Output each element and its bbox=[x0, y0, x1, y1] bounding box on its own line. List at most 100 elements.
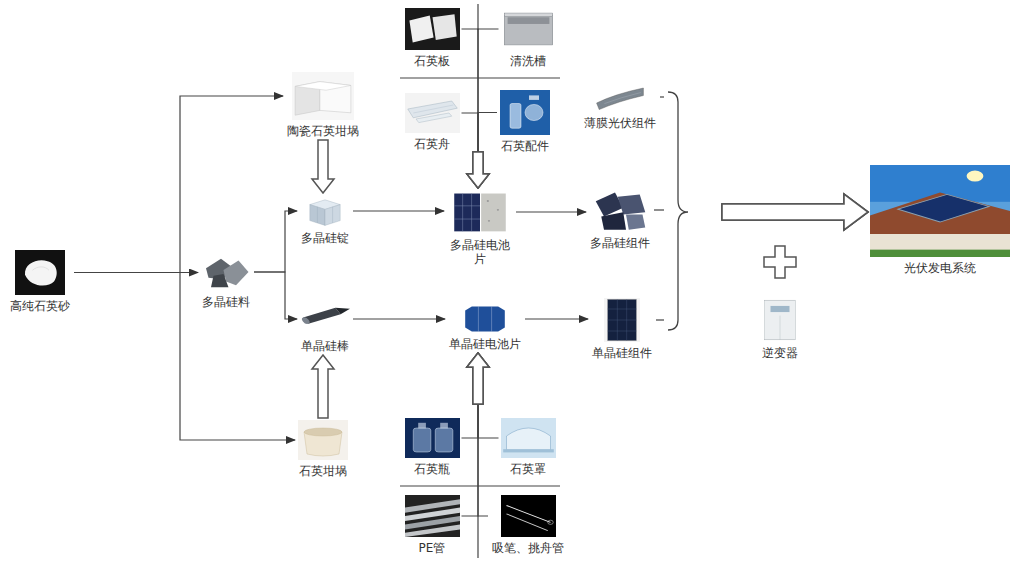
flow-line bbox=[254, 272, 297, 319]
product-item: 单晶硅组件 bbox=[590, 298, 654, 360]
flow-line bbox=[516, 211, 586, 212]
node-label: 石英罩 bbox=[501, 462, 556, 476]
node-label: 石英配件 bbox=[499, 139, 551, 153]
flow-line bbox=[654, 209, 664, 210]
flow-connector bbox=[353, 211, 444, 212]
icon-part bbox=[33, 267, 50, 270]
node-label: 高纯石英砂 bbox=[8, 299, 72, 313]
icon-part bbox=[500, 90, 550, 135]
decoration bbox=[400, 4, 796, 558]
icon-part bbox=[465, 306, 505, 331]
hollow-arrow bbox=[467, 152, 489, 188]
product-item: 薄膜光伏组件 bbox=[582, 82, 658, 130]
icon-part bbox=[898, 194, 989, 222]
hollow-arrow bbox=[467, 152, 489, 188]
flow-connector bbox=[74, 273, 295, 441]
flow-line bbox=[478, 404, 499, 438]
icon-part bbox=[335, 308, 350, 314]
product-picture bbox=[306, 195, 344, 227]
icon-part bbox=[332, 207, 333, 223]
icon-part bbox=[463, 305, 507, 333]
icon-part bbox=[298, 420, 348, 460]
icon-part bbox=[301, 317, 311, 325]
flow-connector bbox=[462, 353, 490, 516]
icon-part bbox=[440, 423, 448, 429]
icon-part bbox=[304, 428, 342, 436]
plus-sign bbox=[764, 246, 796, 278]
flow-line bbox=[656, 319, 664, 320]
icon-part bbox=[481, 194, 506, 232]
icon-part bbox=[506, 428, 550, 450]
node-label: 石英坩埚 bbox=[297, 464, 349, 478]
flow-connector bbox=[525, 319, 588, 320]
flow-connector bbox=[254, 272, 297, 319]
product-picture bbox=[292, 72, 354, 120]
product-item: 石英板 bbox=[405, 8, 460, 68]
product-item: 石英罩 bbox=[501, 418, 556, 476]
icon-part bbox=[478, 306, 479, 331]
product-item: 吸笔、挑舟管 bbox=[490, 495, 566, 555]
icon-part bbox=[454, 194, 480, 232]
node-label: 石英舟 bbox=[405, 137, 460, 151]
product-item: 单晶硅棒 bbox=[299, 303, 351, 353]
icon-part bbox=[25, 260, 57, 285]
icon-part bbox=[452, 190, 508, 234]
flow-connector bbox=[467, 353, 489, 516]
product-item: 多晶硅组件 bbox=[588, 188, 652, 250]
product-picture bbox=[593, 188, 648, 232]
icon-part bbox=[295, 82, 351, 91]
flow-line bbox=[660, 96, 664, 97]
hollow-arrow bbox=[467, 152, 489, 188]
product-item: 清洗槽 bbox=[501, 8, 556, 68]
node-label: 陶瓷石英坩埚 bbox=[285, 124, 361, 138]
product-picture bbox=[463, 305, 507, 333]
flow-line bbox=[525, 318, 588, 319]
icon-part bbox=[310, 205, 325, 226]
product-picture bbox=[604, 298, 640, 342]
icon-part bbox=[604, 93, 640, 104]
icon-part bbox=[418, 423, 426, 429]
product-picture bbox=[405, 418, 460, 458]
flow-connector bbox=[660, 97, 868, 230]
hollow-arrow bbox=[467, 353, 489, 404]
icon-part bbox=[870, 165, 1010, 257]
icon-part bbox=[597, 88, 644, 110]
node-label: 薄膜光伏组件 bbox=[582, 116, 658, 130]
node-label: 单晶硅组件 bbox=[590, 346, 654, 360]
product-item: 多晶硅电池片 bbox=[446, 190, 514, 266]
flow-line bbox=[353, 318, 445, 319]
icon-part bbox=[765, 300, 795, 340]
product-item: 高纯石英砂 bbox=[8, 250, 72, 313]
icon-part bbox=[967, 171, 984, 182]
icon-part bbox=[594, 82, 646, 112]
product-picture bbox=[501, 418, 556, 458]
node-label: 石英瓶 bbox=[405, 462, 460, 476]
flow-connector bbox=[74, 96, 283, 273]
divider-line bbox=[477, 4, 478, 30]
flow-connector bbox=[654, 194, 868, 230]
icon-part bbox=[601, 212, 626, 230]
product-item: 多晶硅料 bbox=[200, 253, 252, 309]
icon-part bbox=[501, 495, 556, 537]
icon-part bbox=[405, 495, 460, 537]
icon-part bbox=[409, 16, 433, 43]
product-item: 陶瓷石英坩埚 bbox=[285, 72, 361, 138]
icon-part bbox=[454, 205, 480, 206]
icon-part bbox=[870, 234, 1010, 257]
flow-line bbox=[478, 113, 497, 153]
product-picture bbox=[201, 253, 251, 291]
node-label: 石英板 bbox=[405, 54, 460, 68]
icon-part bbox=[299, 303, 351, 335]
node-label: 单晶硅棒 bbox=[299, 339, 351, 353]
flow-line bbox=[74, 96, 283, 273]
icon-part bbox=[529, 95, 539, 100]
icon-part bbox=[405, 8, 460, 50]
product-item: 逆变器 bbox=[760, 298, 800, 360]
product-item: 石英坩埚 bbox=[297, 420, 349, 478]
product-picture bbox=[594, 82, 646, 112]
product-picture bbox=[405, 93, 460, 133]
node-label: 单晶硅电池片 bbox=[447, 337, 523, 351]
product-picture bbox=[870, 165, 1010, 257]
